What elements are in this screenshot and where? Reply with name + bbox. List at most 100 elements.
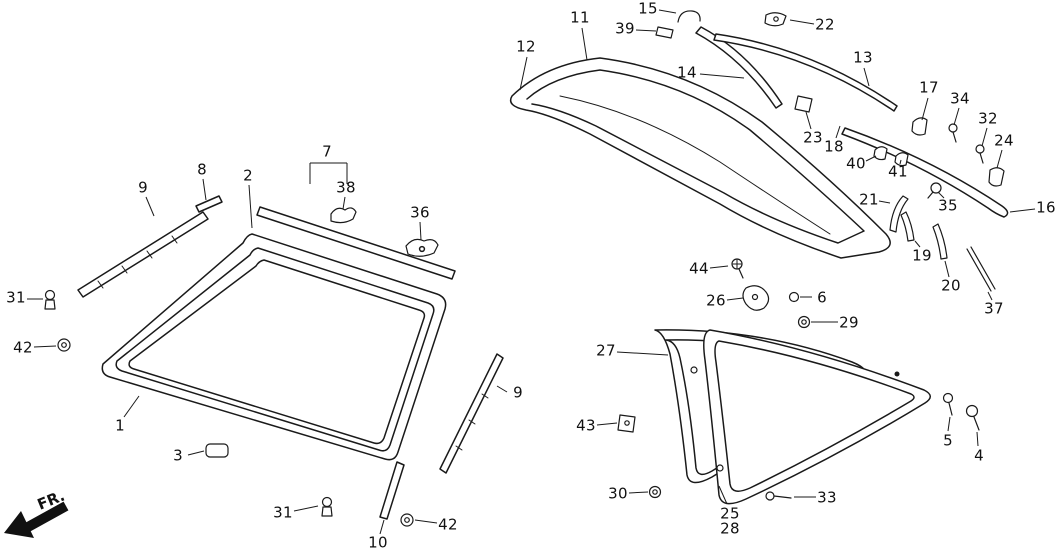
leader-line-21 bbox=[878, 200, 891, 204]
grommet-42-right-hole bbox=[404, 517, 410, 523]
leader-line-25 bbox=[718, 485, 728, 505]
clip-36-hole bbox=[418, 245, 426, 253]
clip-17 bbox=[911, 117, 928, 136]
fr-arrow-head bbox=[4, 511, 34, 538]
leader-line-41 bbox=[899, 159, 902, 165]
leader-line-40 bbox=[865, 155, 877, 162]
grommet-30 bbox=[648, 485, 662, 499]
leader-line-17 bbox=[921, 97, 929, 121]
leader-line-1 bbox=[123, 395, 140, 418]
bracket-26-hole bbox=[751, 293, 759, 301]
molding-piece-19 bbox=[900, 211, 915, 242]
leader-line-10 bbox=[379, 519, 385, 535]
clip-3 bbox=[205, 443, 229, 458]
leader-line-36 bbox=[419, 221, 422, 241]
clip-22 bbox=[764, 12, 787, 27]
clip-22-hole bbox=[773, 16, 779, 22]
clip-43-hole bbox=[624, 420, 630, 426]
clip-43 bbox=[617, 414, 636, 433]
quarter-glass-group bbox=[617, 329, 980, 505]
screw-33-shaft bbox=[773, 495, 792, 499]
leader-line-9 bbox=[145, 196, 155, 217]
molding-strip-10 bbox=[379, 461, 405, 520]
leader-line-5 bbox=[947, 416, 951, 432]
leader-line-42 bbox=[414, 519, 438, 524]
molding-strip-13 bbox=[713, 33, 898, 112]
leader-line-19 bbox=[914, 240, 921, 248]
leader-line-43 bbox=[596, 422, 618, 426]
screw-34-head bbox=[948, 123, 958, 133]
leader-line-32 bbox=[981, 127, 988, 147]
grommet-42-left bbox=[57, 338, 71, 352]
nut-6 bbox=[788, 291, 800, 303]
weatherstrip-hole bbox=[690, 366, 698, 374]
molding-clip-36 bbox=[405, 238, 439, 257]
screw-5-head bbox=[942, 392, 954, 404]
screw-33-head bbox=[765, 491, 775, 501]
molding-strip-upper-left bbox=[77, 211, 209, 298]
molding-piece-20 bbox=[932, 223, 948, 260]
clip-40 bbox=[873, 146, 888, 161]
clip-15 bbox=[677, 10, 701, 23]
molding-strip-16 bbox=[841, 127, 1009, 218]
rear-window-group bbox=[509, 10, 1009, 329]
leader-lines bbox=[27, 9, 1036, 535]
leader-line-31 bbox=[293, 505, 319, 512]
quarter-glass-stud bbox=[894, 371, 900, 377]
quarter-glass-hole bbox=[716, 464, 724, 472]
leader-line-34 bbox=[953, 107, 960, 126]
screw-32-head bbox=[975, 144, 985, 154]
rod-37 bbox=[966, 246, 996, 292]
leader-line-3 bbox=[187, 450, 205, 456]
clip-24 bbox=[988, 167, 1005, 187]
leader-line-2 bbox=[248, 184, 253, 229]
leader-line-27 bbox=[616, 351, 669, 356]
leader-line-15 bbox=[658, 9, 677, 14]
leader-line-13 bbox=[863, 67, 870, 87]
bracket-26 bbox=[742, 285, 770, 311]
clip-39 bbox=[655, 26, 674, 39]
molding-strip-lower-right-hatching bbox=[455, 393, 489, 451]
bolt-4-shaft bbox=[973, 416, 980, 431]
molding-piece-21 bbox=[889, 195, 909, 233]
rear-window-fold-line bbox=[559, 95, 831, 235]
leader-line-37 bbox=[987, 291, 993, 301]
screw-5-shaft bbox=[948, 402, 953, 416]
screw-44-shaft bbox=[738, 268, 744, 279]
fr-arrow-shaft bbox=[25, 501, 69, 532]
leader-line-11 bbox=[581, 27, 588, 61]
screw-32-shaft bbox=[979, 152, 984, 164]
rear-window-molding-outer bbox=[509, 57, 891, 259]
molding-strip-14 bbox=[695, 26, 783, 109]
grommet-42-right bbox=[400, 513, 414, 527]
leader-line-20 bbox=[944, 260, 950, 278]
rear-window-seal-inner bbox=[526, 69, 865, 244]
leader-line-24 bbox=[996, 149, 1003, 169]
leader-line-12 bbox=[519, 56, 528, 91]
leader-line-16 bbox=[1009, 208, 1036, 213]
leader-line-30 bbox=[628, 491, 649, 494]
leader-line-42 bbox=[33, 345, 57, 348]
leader-line-35 bbox=[937, 191, 945, 199]
molding-strip-hatching bbox=[97, 235, 178, 289]
windshield-glass-inner bbox=[128, 259, 426, 445]
bolt-31-right-head bbox=[321, 496, 333, 508]
front-windshield-group bbox=[44, 195, 504, 527]
grommet-30-hole bbox=[652, 489, 658, 495]
clip-41 bbox=[894, 152, 909, 167]
leader-line-26 bbox=[726, 297, 744, 301]
clip-35 bbox=[930, 182, 942, 194]
grommet-29 bbox=[797, 315, 811, 329]
molding-clip-38 bbox=[330, 207, 357, 224]
bolt-31-right-body bbox=[321, 506, 333, 517]
bolt-4-head bbox=[965, 404, 979, 418]
clip-35-tail bbox=[927, 191, 934, 199]
grommet-29-hole bbox=[801, 319, 807, 325]
corner-molding-piece bbox=[195, 195, 223, 213]
bolt-31-left-head bbox=[44, 289, 56, 301]
quarter-glass-outer bbox=[703, 329, 931, 505]
leader-line-18 bbox=[835, 125, 841, 139]
screw-44-cross bbox=[732, 259, 742, 269]
molding-strip-lower-right bbox=[439, 353, 504, 474]
